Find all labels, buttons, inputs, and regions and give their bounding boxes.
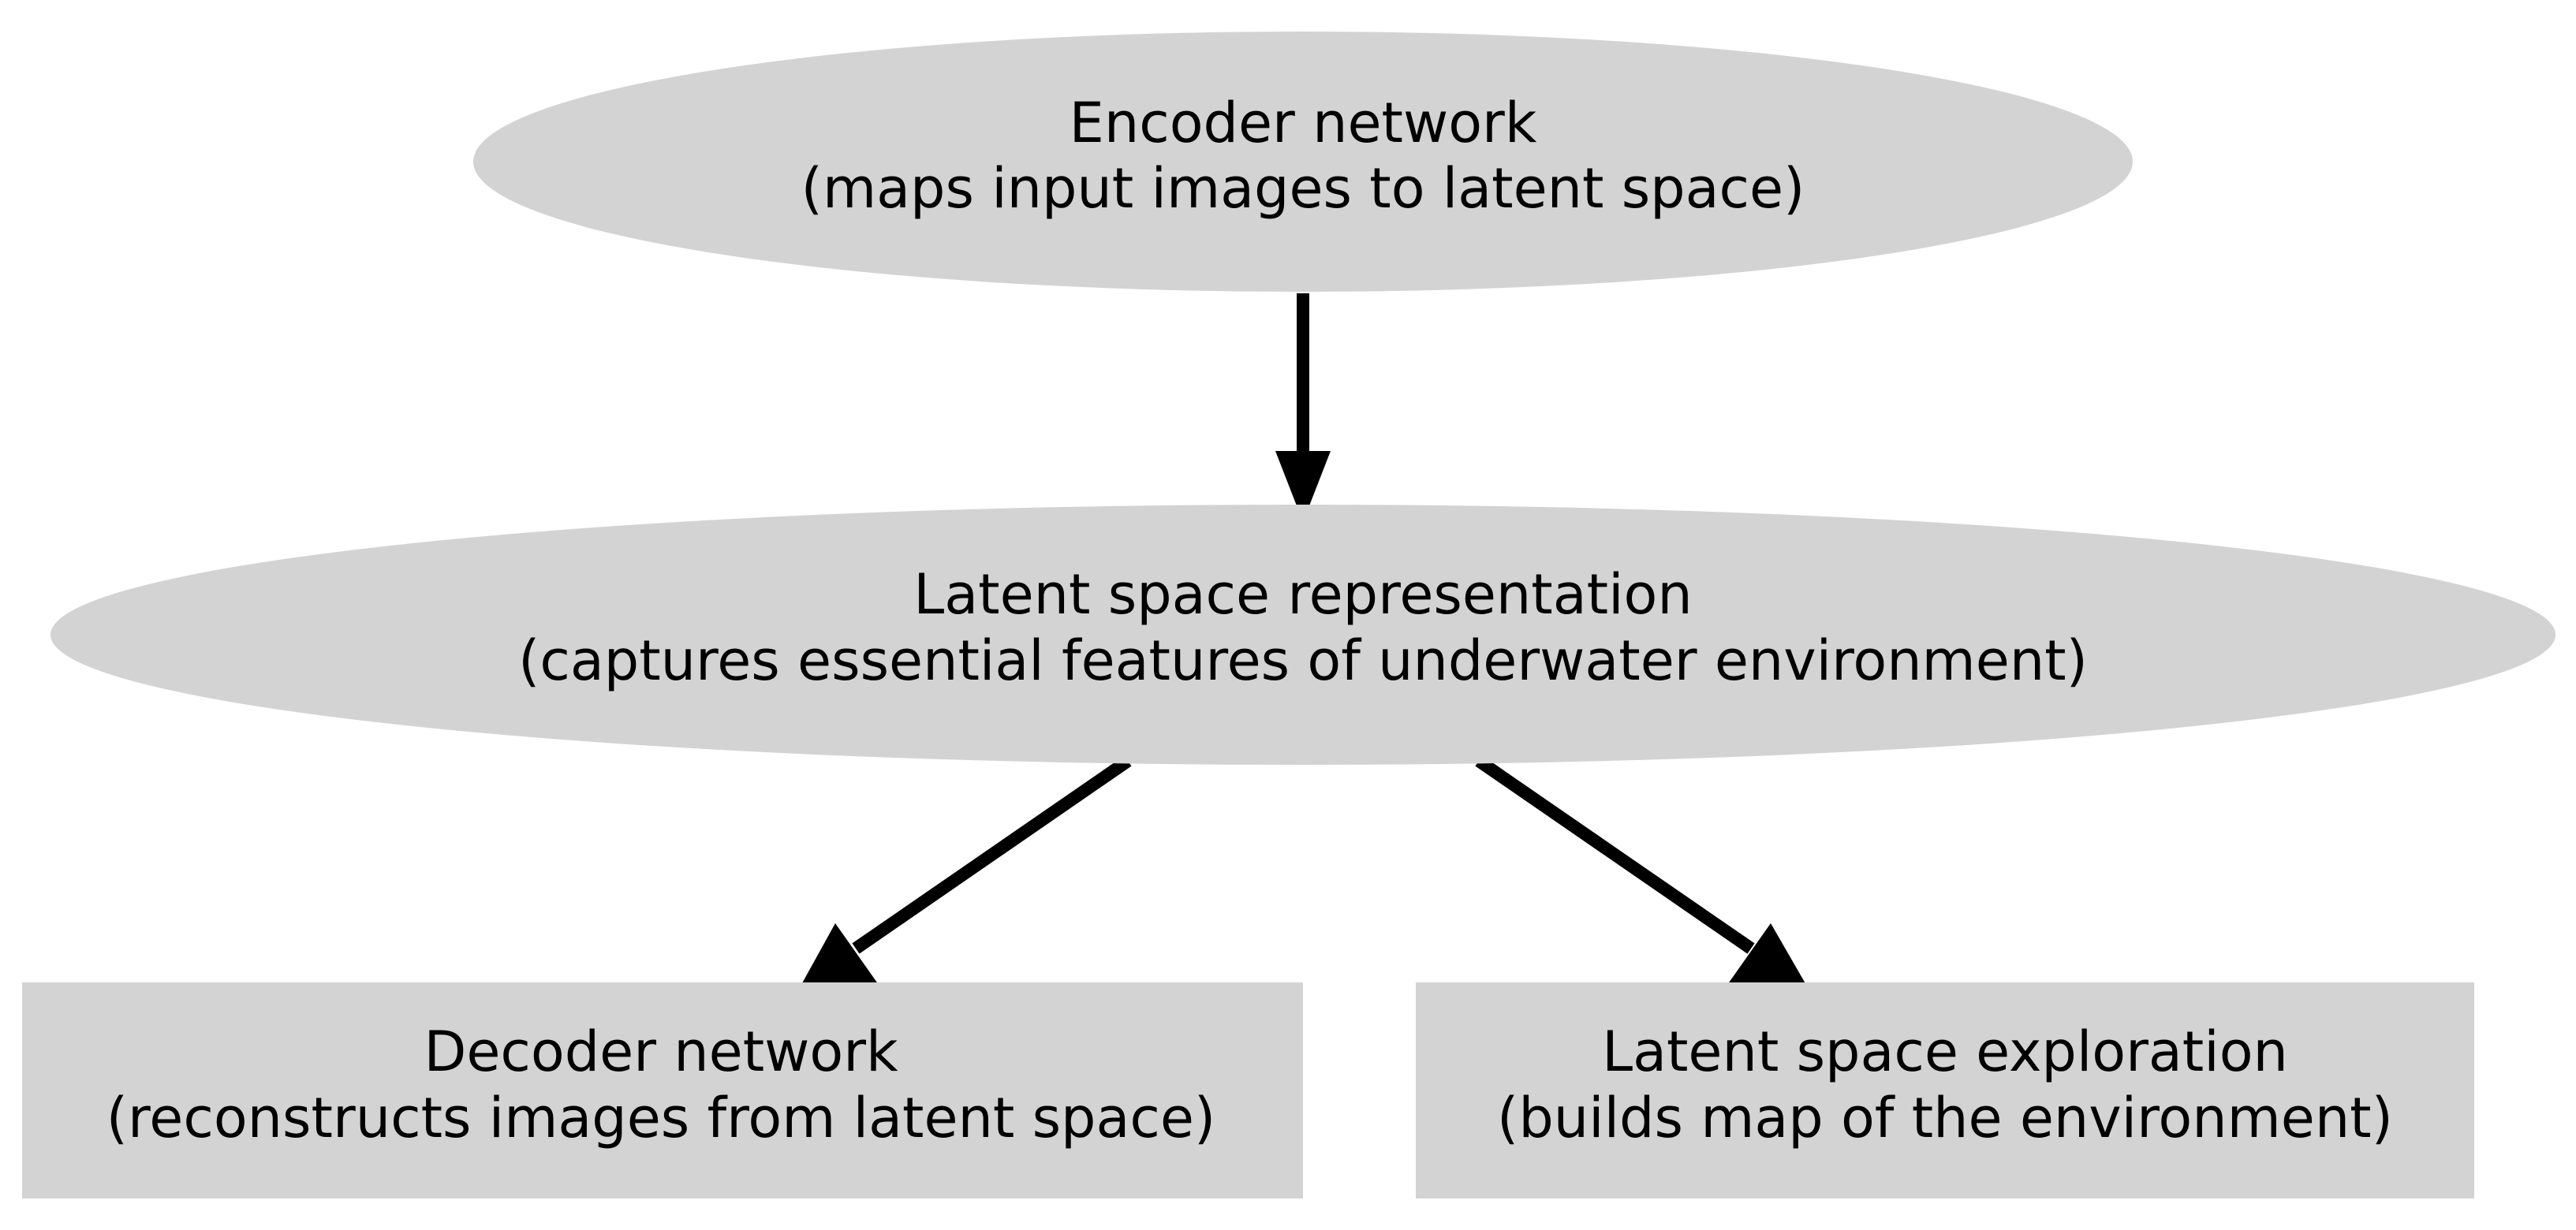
edge-arrowhead <box>798 923 879 990</box>
node-title: Latent space exploration <box>1602 1019 2288 1084</box>
node-subtitle: (maps input images to latent space) <box>801 156 1805 221</box>
edge-arrowhead <box>1727 923 1809 990</box>
node-subtitle: (captures essential features of underwat… <box>518 628 2088 693</box>
nodes: Encoder network (maps input images to la… <box>22 32 2555 1198</box>
node-shape <box>473 32 2133 292</box>
node-shape <box>50 505 2555 765</box>
edge-arrowhead <box>1275 451 1331 522</box>
node-title: Decoder network <box>424 1019 898 1084</box>
node-subtitle: (reconstructs images from latent space) <box>106 1086 1216 1150</box>
node-latent-space-representation: Latent space representation (captures es… <box>50 505 2555 765</box>
edge-line <box>1475 755 1755 954</box>
node-shape <box>1416 982 2474 1198</box>
edge-latent-to-exploration <box>1475 755 1809 990</box>
edges <box>798 293 1809 990</box>
edge-line <box>852 755 1132 954</box>
node-title: Latent space representation <box>913 562 1692 627</box>
node-shape <box>22 982 1303 1198</box>
edge-latent-to-decoder <box>798 755 1132 990</box>
node-title: Encoder network <box>1070 91 1537 155</box>
node-subtitle: (builds map of the environment) <box>1497 1086 2393 1150</box>
node-decoder-network: Decoder network (reconstructs images fro… <box>22 982 1303 1198</box>
edge-encoder-to-latent <box>1275 293 1331 522</box>
node-encoder-network: Encoder network (maps input images to la… <box>473 32 2133 292</box>
node-latent-space-exploration: Latent space exploration (builds map of … <box>1416 982 2474 1198</box>
